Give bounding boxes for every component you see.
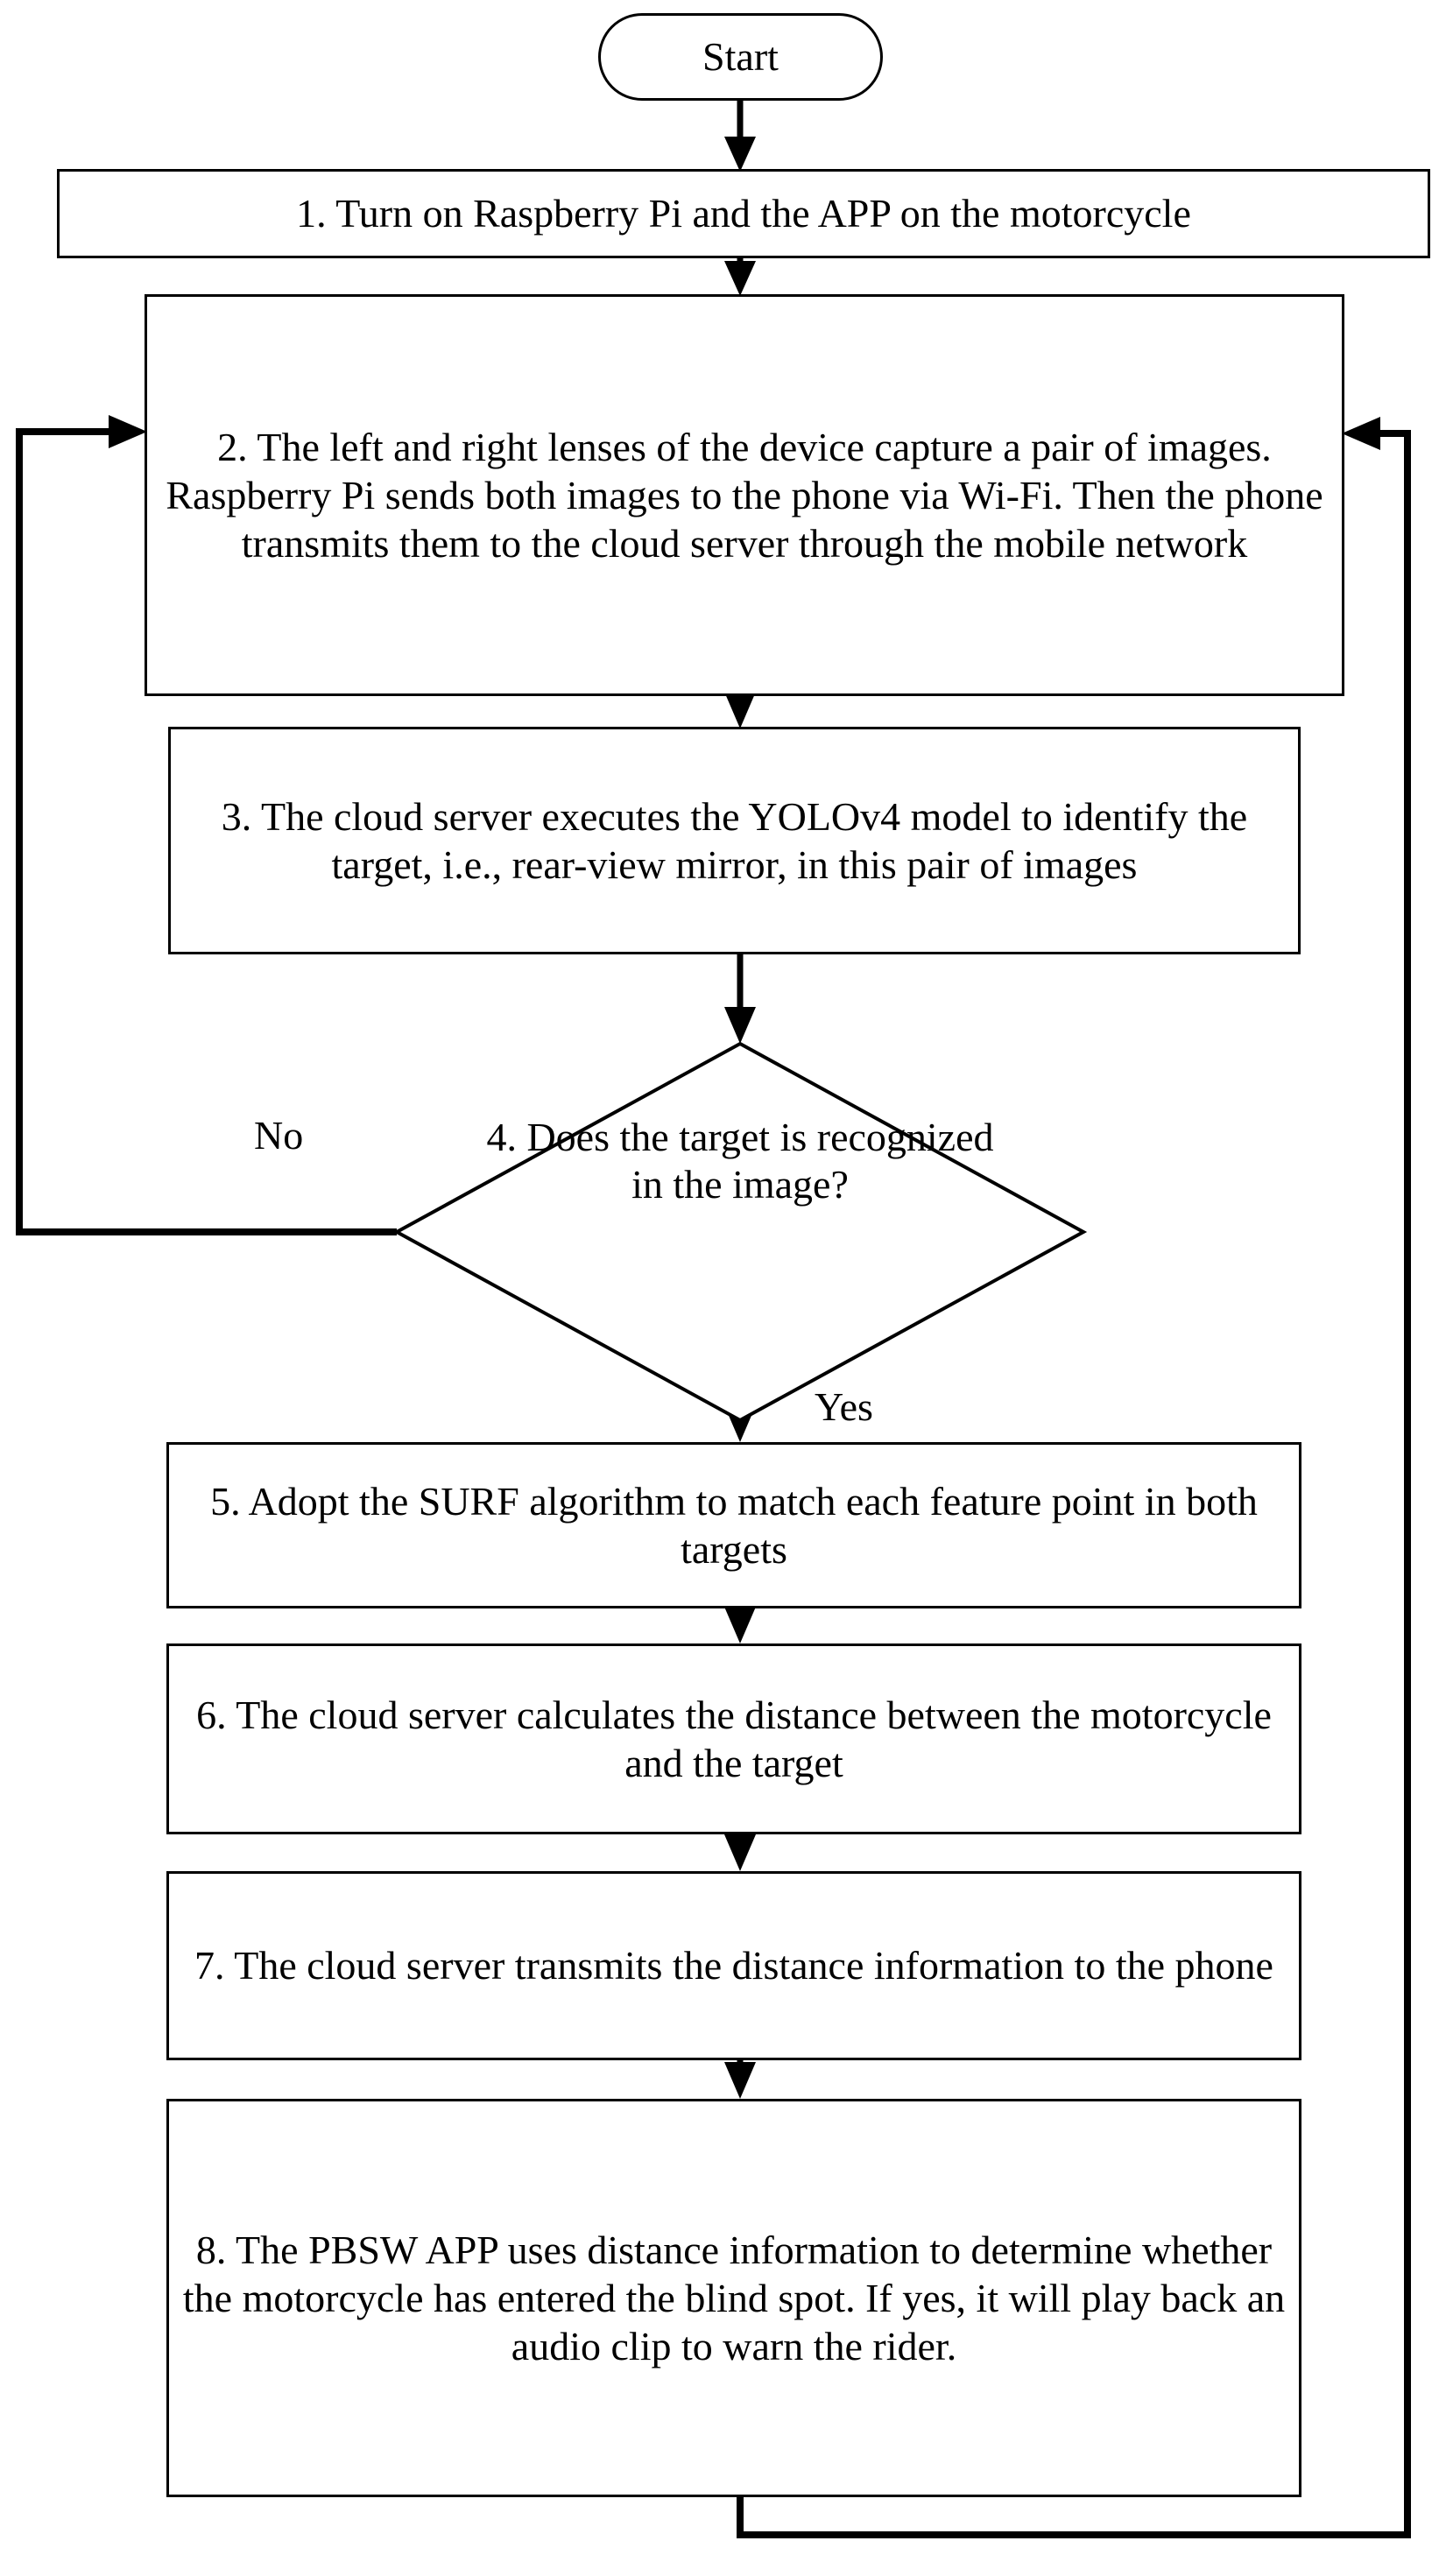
- diamond-shape: [392, 1041, 1088, 1423]
- node-step3[interactable]: 3. The cloud server executes the YOLOv4 …: [168, 727, 1301, 954]
- node-step1[interactable]: 1. Turn on Raspberry Pi and the APP on t…: [57, 169, 1430, 258]
- node-start[interactable]: Start: [598, 13, 883, 101]
- node-step3-label: 3. The cloud server executes the YOLOv4 …: [221, 793, 1248, 887]
- edge-label-no-text: No: [254, 1113, 304, 1158]
- node-step2-label: 2. The left and right lenses of the devi…: [166, 424, 1323, 567]
- arrowhead-no-to-step2: [109, 415, 147, 448]
- node-step6[interactable]: 6. The cloud server calculates the dista…: [166, 1643, 1301, 1834]
- arrowhead-step7-to-step8: [724, 2062, 756, 2099]
- node-step5[interactable]: 5. Adopt the SURF algorithm to match eac…: [166, 1442, 1301, 1608]
- edge-step8-to-step2: [737, 430, 1411, 2538]
- node-step1-label: 1. Turn on Raspberry Pi and the APP on t…: [296, 191, 1191, 236]
- node-step6-label: 6. The cloud server calculates the dista…: [196, 1692, 1272, 1785]
- edge-label-no: No: [254, 1112, 303, 1158]
- arrowhead-step2-to-step3: [724, 692, 756, 728]
- node-step8-label: 8. The PBSW APP uses distance informatio…: [182, 2227, 1286, 2369]
- node-step7-label: 7. The cloud server transmits the distan…: [194, 1943, 1273, 1988]
- arrowhead-start-to-step1: [724, 137, 756, 172]
- node-start-label: Start: [702, 34, 779, 80]
- edge-label-yes: Yes: [815, 1383, 873, 1430]
- arrowhead-step3-to-step4: [724, 1007, 756, 1044]
- node-step8[interactable]: 8. The PBSW APP uses distance informatio…: [166, 2099, 1301, 2497]
- arrowhead-step1-to-step2: [724, 261, 756, 296]
- node-step5-label: 5. Adopt the SURF algorithm to match eac…: [210, 1478, 1258, 1572]
- arrowhead-step8-to-step2: [1342, 417, 1380, 450]
- node-step7[interactable]: 7. The cloud server transmits the distan…: [166, 1871, 1301, 2060]
- arrowhead-step6-to-step7: [724, 1834, 756, 1871]
- arrowhead-step5-to-step6: [724, 1607, 756, 1643]
- node-step4[interactable]: [392, 1041, 1088, 1423]
- node-step2[interactable]: 2. The left and right lenses of the devi…: [145, 294, 1344, 696]
- edge-label-yes-text: Yes: [815, 1384, 873, 1429]
- edge-step4-no-to-step2: [16, 428, 397, 1235]
